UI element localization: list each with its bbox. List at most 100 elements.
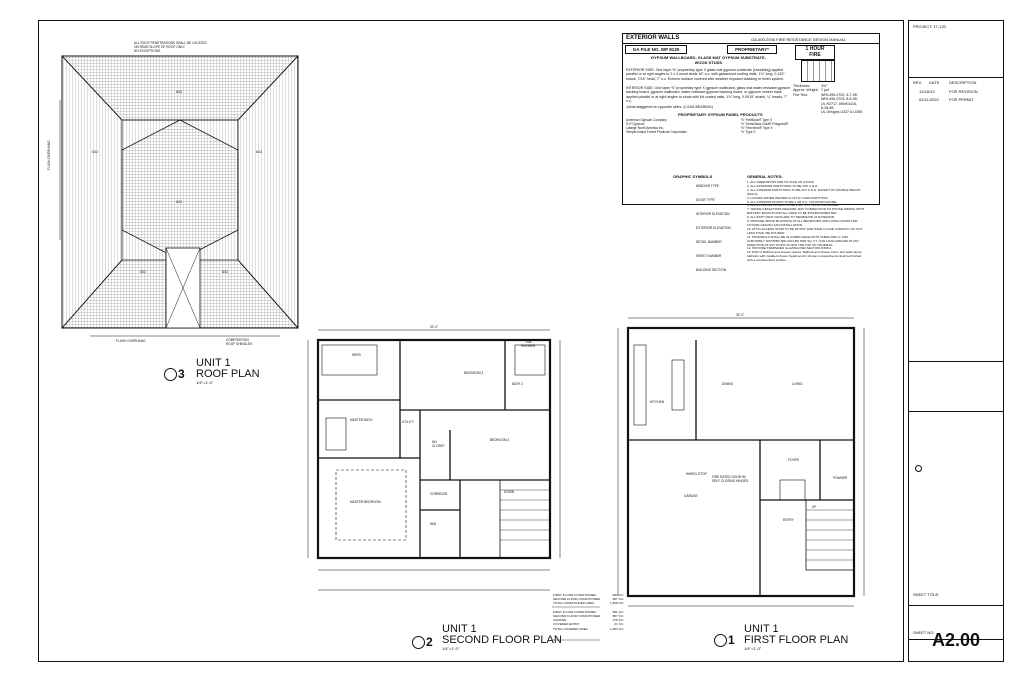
note-3: 3. ALL INTERIOR PARTITIONS TO BE 2X4 U.N… (747, 187, 861, 196)
roof-plan-title: ROOF PLAN (196, 368, 260, 380)
company-3: Lafarge North America Inc. (626, 126, 664, 130)
ff-room-kitchen: KITCHEN (650, 400, 664, 404)
fire-file-no: GA FILE NO. WP 8130 (625, 45, 687, 54)
first-floor-scale: 1/4"=1'-0" (744, 646, 762, 651)
roof-flush-bottom: FLUSH OVERHANG (116, 339, 146, 343)
wall-section-diagram-icon (801, 60, 835, 82)
second-floor-unit: UNIT 1 (442, 623, 477, 635)
rev-2-date: 02/11/2020 (919, 97, 939, 102)
symbol-detail: DETAIL NUMBER (696, 240, 722, 244)
area-value-7: 378 S.F. (612, 618, 624, 623)
project-number: PROJECT: 17-120 (913, 24, 946, 29)
area-label-1: FIRST FLOOR CONDITIONED (553, 593, 596, 597)
area-schedule-labels: FIRST FLOOR CONDITIONED SECOND FLOOR CON… (553, 593, 600, 631)
note-11: 11. HANDRAILS SHALL BE IN COMPLIANCE WIT… (747, 234, 860, 247)
area-label-7: GARAGE (553, 618, 567, 623)
note-13: 13. R307.2 Bathtub and shower spaces. Ba… (747, 250, 862, 263)
sf-room-master-bedroom: MASTER BEDROOM (350, 500, 381, 504)
first-floor-title: FIRST FLOOR PLAN (744, 634, 849, 646)
note-12: 12. PROVIDE TEMPERED GLAZING PER SECTION… (747, 246, 832, 251)
fire-specs-labels: Thickness: Approx. Weight: Fire Test: (793, 84, 819, 97)
second-floor-title: SECOND FLOOR PLAN (442, 634, 562, 646)
ff-room-foyer: FOYER (788, 458, 799, 462)
sf-room-bedroom3: BEDROOM 3 (464, 371, 484, 375)
note-8: 8. ALL BATH VENT FANS ARE TO TERMINATE A… (747, 215, 835, 220)
fire-table-title: EXTERIOR WALLS (626, 35, 680, 41)
second-floor-plan (307, 329, 561, 591)
area-label-2: SECOND FLOOR CONDITIONED (553, 597, 601, 602)
second-floor-number: 2 (426, 635, 433, 649)
area-value-9: 1,963 S.F. (610, 626, 624, 631)
ff-room-entry: ENTRY (783, 518, 794, 522)
pitch-1: 6/12 (92, 150, 99, 154)
sf-room-utility: UTILITY (402, 420, 414, 424)
pitch-2: 6/12 (256, 150, 263, 154)
area-schedule-values: 681 S.F. 887 S.F. 1,568 S.F. 681 S.F. 88… (610, 593, 624, 631)
ff-room-powder: POWDER (833, 476, 848, 480)
company-2: G-P Gypsum (626, 122, 645, 126)
sheet-title-label: SHEET TITLE: (913, 592, 940, 597)
roof-note-3: NO EXCEPTIONS. (134, 49, 162, 53)
area-label-8: COVERED ENTRY (553, 622, 580, 627)
company-4: Temple-Inland Forest Products Corporatio… (626, 130, 687, 134)
rev-2-desc: FOR PERMIT (949, 97, 974, 102)
area-label-9: TOTAL COVERED AREA (553, 626, 588, 631)
pitch-3: 6/12 (176, 90, 183, 94)
ff-wheel-stop: WHEEL STOP (686, 472, 707, 476)
note-4: 4. LOCATE WATER HEATER IN ATTIC OVER PAR… (747, 195, 829, 200)
sf-room-tub: TUB (525, 340, 532, 344)
fire-joints: Joints staggered on opposite sides. (LOA… (626, 105, 713, 109)
fire-exterior-side: EXTERIOR SIDE: One layer ⅝" proprietary … (626, 68, 785, 81)
note-1: 1. ALL DIMENSIONS ARE TO FACE OF STUDS. (747, 180, 815, 184)
company-1: American Gypsum Company (626, 118, 667, 122)
second-floor-callout-icon (412, 636, 425, 649)
area-schedule-lines (552, 606, 600, 641)
pitch-6: 8/12 (222, 270, 229, 274)
fire-products-title: PROPRIETARY GYPSUM PANEL PRODUCTS (678, 112, 763, 117)
sf-room-bedroom2: BEDROOM 2 (490, 438, 510, 442)
sf-room-hers: HERS (352, 353, 361, 357)
sf-stair-down: DOWN (504, 490, 515, 494)
roof-plan-number: 3 (178, 367, 185, 381)
roof-note-1: ALL ROOF PENETRATIONS SHALL BE LOCATED (134, 41, 207, 45)
pitch-5: 8/12 (140, 270, 147, 274)
note-10: 10. ATTIC ACCESS STAIR TO BE 30"X54" AND… (747, 226, 863, 235)
fire-rating: 1 HOUR FIRE (795, 45, 835, 60)
area-label-5: FIRST FLOOR CONDITIONED (553, 609, 596, 614)
title-block: PROJECT: 17-120 REV. DATE DESCRIPTION 12… (908, 20, 1004, 662)
rev-1-desc: FOR REVISION (949, 89, 978, 94)
fire-proprietary: PROPRIETARY* (727, 45, 777, 54)
roof-note-2: ON REAR SLOPE OF ROOF ONLY. (134, 45, 186, 49)
roof-plan-scale: 1/4"=1'-0" (196, 380, 214, 385)
fire-rating-table: EXTERIOR WALLS GA-600-2006 FIRE RESISTAN… (622, 33, 880, 205)
rev-header-rev: REV. (913, 80, 922, 85)
sheet-number: A2.00 (931, 630, 981, 650)
roof-flush-left: FLUSH OVERHANG (47, 140, 51, 170)
roof-note: ALL ROOF PENETRATIONS SHALL BE LOCATED O… (134, 41, 207, 53)
area-value-8: 21 S.F. (614, 622, 624, 627)
revision-circle-icon (915, 465, 922, 472)
fire-table-manual: GA-600-2006 FIRE RESISTANCE DESIGN MANUA… (751, 37, 846, 42)
symbol-window: WINDOW TYPE (696, 184, 720, 188)
fire-interior-side: INTERIOR SIDE: One layer ⅝" proprietary … (626, 86, 791, 104)
sf-room-wi-closet: W/I CLOSET (432, 440, 445, 448)
general-notes-title: GENERAL NOTES: (747, 174, 783, 179)
area-label-6: SECOND FLOOR CONDITIONED (553, 614, 601, 618)
symbol-ext-elev: EXTERIOR ELEVATION (696, 226, 731, 230)
roof-composition: COMPOSITION ROOF SHINGLES (226, 338, 253, 346)
note-2: 2. ALL EXTERIOR PARTITIONS TO BE 2X6 U.N… (747, 183, 819, 188)
rev-header-date: DATE (929, 80, 940, 85)
product-4: ⅝" Type X (741, 130, 756, 134)
ff-overall-dim: 32'-0" (736, 313, 745, 317)
area-value-6: 887 S.F. (612, 614, 624, 618)
symbol-int-elev: INTERIOR ELEVATION (696, 212, 730, 216)
sf-overall-dim: 32'-0" (430, 325, 439, 329)
pitch-4: 6/12 (176, 200, 183, 204)
symbol-door: DOOR TYPE (696, 198, 715, 202)
roof-plan (59, 55, 299, 337)
general-notes-list: 1. ALL DIMENSIONS ARE TO FACE OF STUDS. … (747, 180, 867, 263)
roof-plan-callout-icon (164, 368, 177, 381)
sf-room-shower: SHOWER (521, 344, 536, 348)
graphic-symbols-title: GRAPHIC SYMBOLS (673, 174, 713, 179)
